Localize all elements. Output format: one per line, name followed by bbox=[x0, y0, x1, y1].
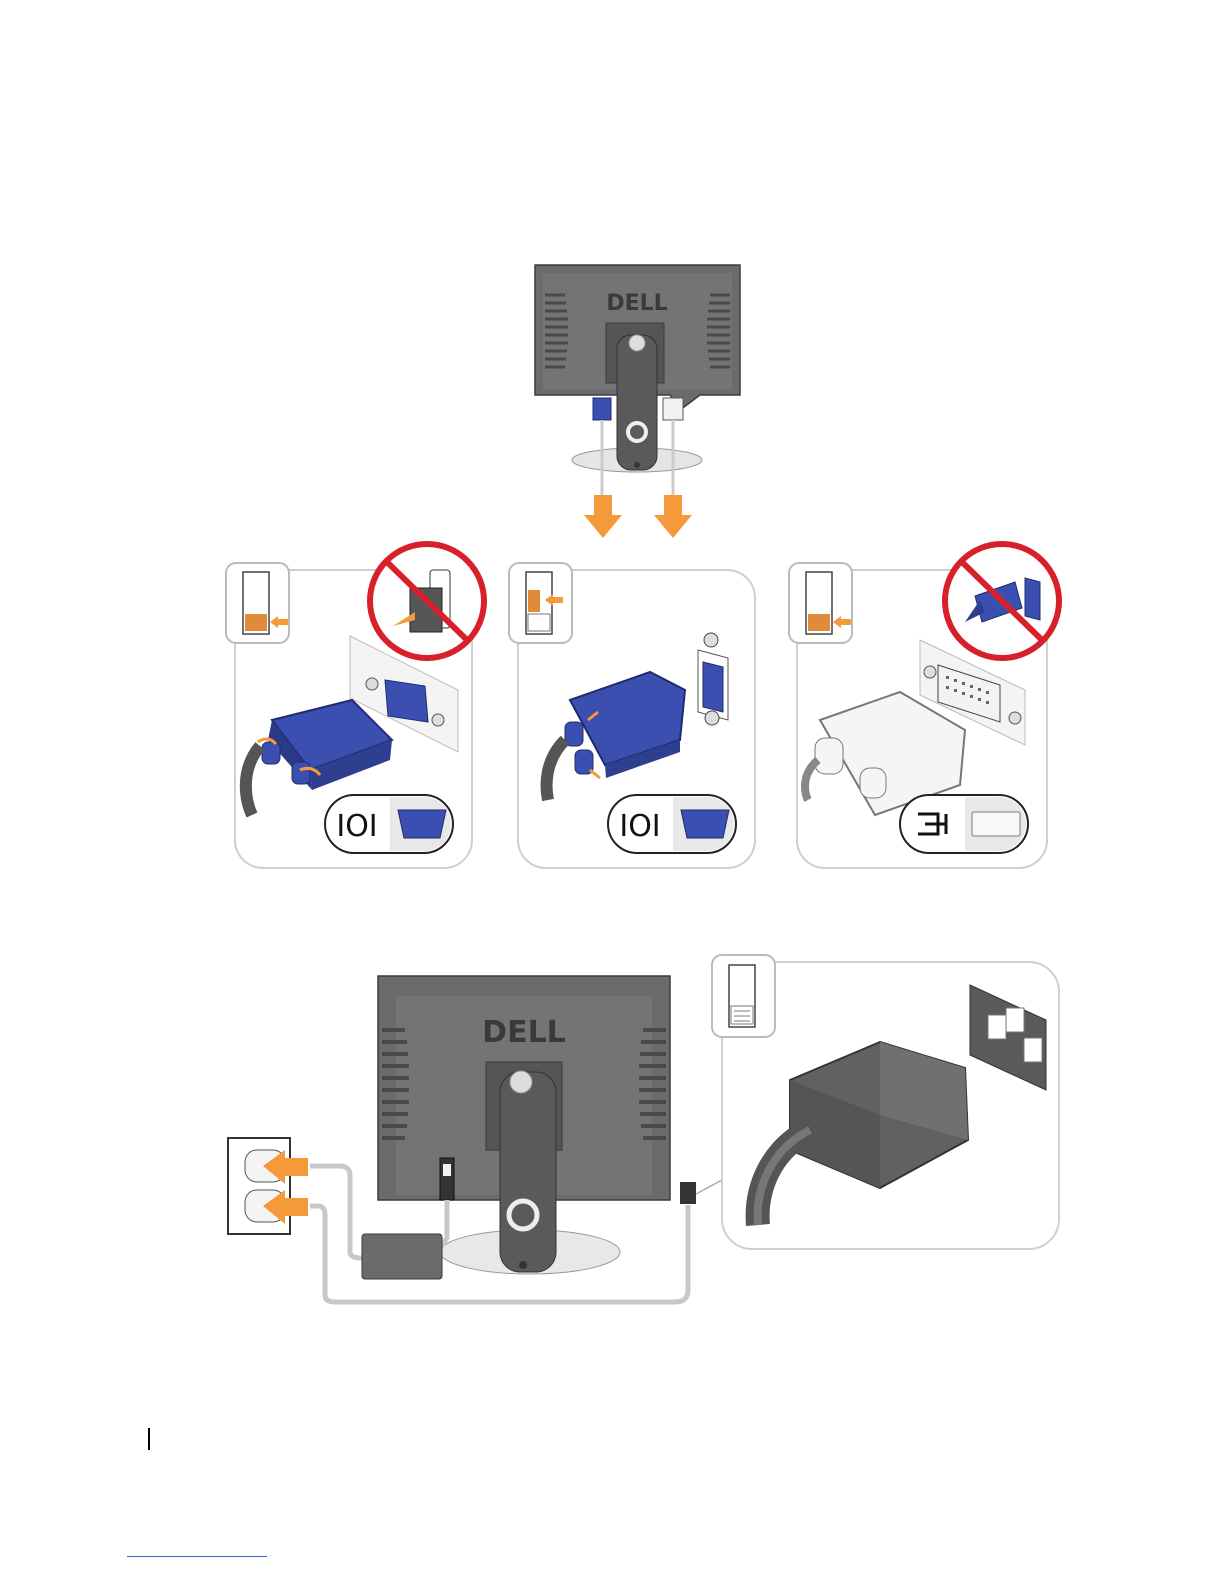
computer-tower-icon bbox=[789, 563, 852, 643]
prohibited-icon bbox=[945, 544, 1059, 658]
monitor-back-bottom: DELL bbox=[378, 976, 696, 1274]
panel-vga-prohibited: IOI bbox=[226, 544, 484, 868]
vga-symbol-2: IOI bbox=[619, 809, 660, 844]
footer-rule bbox=[127, 1556, 267, 1557]
vga-port-badge: IOI bbox=[608, 795, 736, 853]
prohibited-icon bbox=[370, 544, 484, 658]
computer-tower-icon bbox=[509, 563, 572, 643]
power-adapter bbox=[362, 1234, 442, 1279]
panel-dvi-prohibited bbox=[789, 544, 1059, 868]
vga-port-badge: IOI bbox=[325, 795, 453, 853]
dvi-port-badge bbox=[900, 795, 1028, 853]
computer-tower-icon bbox=[226, 563, 289, 643]
vga-symbol-1: IOI bbox=[336, 809, 377, 844]
down-arrows bbox=[584, 495, 692, 538]
computer-tower-icon bbox=[712, 955, 775, 1037]
panel-vga-ok: IOI bbox=[509, 563, 755, 868]
page-margin-bar bbox=[148, 1428, 150, 1450]
panel-power-detail bbox=[712, 955, 1059, 1249]
monitor-back-top: DELL bbox=[535, 265, 740, 495]
dell-logo-bottom: DELL bbox=[482, 1015, 566, 1050]
dell-logo-top: DELL bbox=[606, 291, 667, 316]
